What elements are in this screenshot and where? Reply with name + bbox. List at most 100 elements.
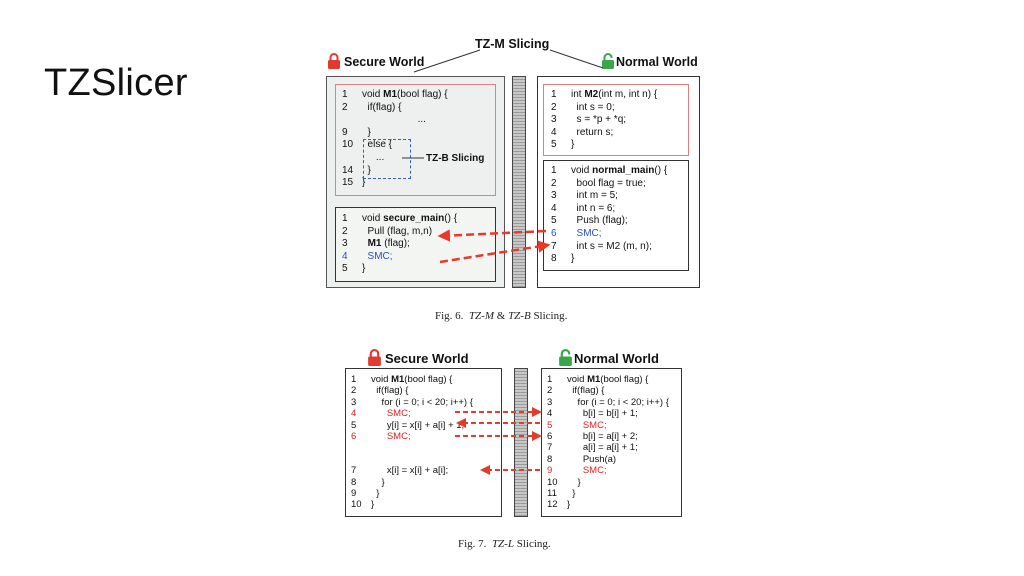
code-text: else {: [362, 139, 393, 151]
line-number: 6: [551, 227, 557, 239]
code-text: () {: [654, 165, 668, 176]
code-line: 4 int n = 6;: [551, 203, 667, 216]
secure-world-panel-fig7: [345, 368, 502, 517]
code-text: if(flag) {: [371, 385, 409, 397]
line-number: 2: [551, 177, 557, 189]
code-line: 5}: [342, 263, 457, 276]
code-text: }: [567, 488, 576, 500]
code-text: (bool flag) {: [397, 89, 448, 100]
code-text: }: [362, 126, 371, 138]
code-line: 10}: [351, 499, 473, 510]
code-line: 2 bool flag = true;: [551, 178, 667, 191]
code-line: 7 x[i] = x[i] + a[i];: [351, 465, 473, 476]
line-number: 15: [342, 177, 354, 189]
secure-world-header-fig6: Secure World: [344, 55, 425, 69]
code-line: 2 if(flag) {: [547, 385, 669, 396]
code-line: 6 SMC;: [351, 431, 473, 442]
code-text: }: [567, 476, 581, 488]
line-number: 5: [342, 263, 348, 275]
code-line: 3 s = *p + *q;: [551, 114, 657, 127]
code-text: void: [567, 374, 588, 385]
code-text: int m = 5;: [571, 190, 618, 202]
secure-world-header-fig7: Secure World: [385, 351, 469, 366]
fig6-caption: Fig. 6. TZ-M & TZ-B Slicing.: [435, 310, 567, 322]
code-text: int s = 0;: [571, 101, 615, 113]
line-number: 4: [351, 408, 357, 420]
code-line: 3 int m = 5;: [551, 190, 667, 203]
line-number: 3: [551, 190, 557, 202]
function-name: secure_main: [383, 213, 445, 224]
code-line: 4 SMC;: [342, 251, 457, 264]
line-number: 5: [551, 139, 557, 151]
line-number: 3: [342, 238, 348, 250]
code-text: void: [362, 89, 384, 100]
code-text: void: [371, 374, 392, 385]
code-text: }: [362, 164, 371, 176]
fig7-caption-suffix: Slicing.: [516, 538, 551, 550]
line-number: 14: [342, 164, 354, 176]
line-number: 10: [547, 476, 558, 488]
code-text: (bool flag) {: [404, 374, 453, 385]
line-number: 9: [351, 488, 357, 500]
code-line: 1 void M1(bool flag) {: [342, 89, 448, 102]
code-line: 5 SMC;: [547, 420, 669, 431]
line-number: 4: [547, 408, 553, 420]
code-line: 14 }: [342, 165, 448, 178]
tzm-connector-left: [413, 49, 481, 73]
fig7-caption: Fig. 7. TZ-L Slicing.: [458, 538, 551, 550]
tzb-dashed-box: [363, 139, 411, 179]
code-text: if(flag) {: [362, 101, 402, 113]
world-divider-fig6: [512, 76, 526, 288]
line-number: 2: [551, 101, 557, 113]
code-line: 2 if(flag) {: [351, 385, 473, 396]
line-number: 5: [547, 419, 553, 431]
code-text: a[i] = a[i] + 1;: [567, 442, 638, 454]
normal-world-header-fig6: Normal World: [616, 55, 698, 69]
lock-icon-red: [367, 349, 382, 366]
code-text: bool flag = true;: [571, 177, 646, 189]
code-line: 5 Push (flag);: [551, 215, 667, 228]
line-number: 1: [351, 374, 357, 385]
world-divider-fig7: [514, 368, 528, 517]
line-number: 2: [342, 225, 348, 237]
line-number: 1: [342, 89, 348, 100]
code-line: 7 int s = M2 (m, n);: [551, 241, 667, 254]
code-line: 10 }: [547, 477, 669, 488]
fig7-caption-a: TZ-L: [491, 538, 514, 550]
code-text: Push (flag);: [571, 215, 628, 227]
code-line: 6 b[i] = a[i] + 2;: [547, 431, 669, 442]
line-number: 10: [351, 499, 362, 511]
line-number: 1: [342, 213, 348, 224]
line-number: 2: [547, 385, 553, 397]
code-text: x[i] = x[i] + a[i];: [371, 465, 449, 477]
line-number: 11: [547, 488, 557, 500]
arrow-smc-to-pull: [437, 229, 547, 242]
code-line: 9 SMC;: [547, 465, 669, 476]
fig6-caption-amp: &: [496, 310, 506, 322]
line-number: 2: [342, 101, 348, 113]
code-text: }: [371, 488, 380, 500]
lock-icon-green: [558, 349, 573, 366]
code-text: SMC;: [371, 431, 411, 443]
fig6-caption-suffix: Slicing.: [533, 310, 568, 322]
line-number: 6: [547, 431, 553, 443]
function-name: M2: [584, 89, 599, 100]
code-text: int: [571, 89, 585, 100]
code-line: 4 return s;: [551, 127, 657, 140]
code-line: 8 }: [351, 477, 473, 488]
code-text: int n = 6;: [571, 202, 616, 214]
code-line: 4 b[i] = b[i] + 1;: [547, 408, 669, 419]
code-line: 4 SMC;: [351, 408, 473, 419]
line-number: 10: [342, 139, 354, 151]
tzm-connector-right: [549, 49, 604, 69]
line-number: 4: [342, 250, 348, 262]
line-number: 8: [547, 453, 553, 465]
function-name: M1: [383, 89, 398, 100]
code-text: ...: [362, 151, 385, 163]
